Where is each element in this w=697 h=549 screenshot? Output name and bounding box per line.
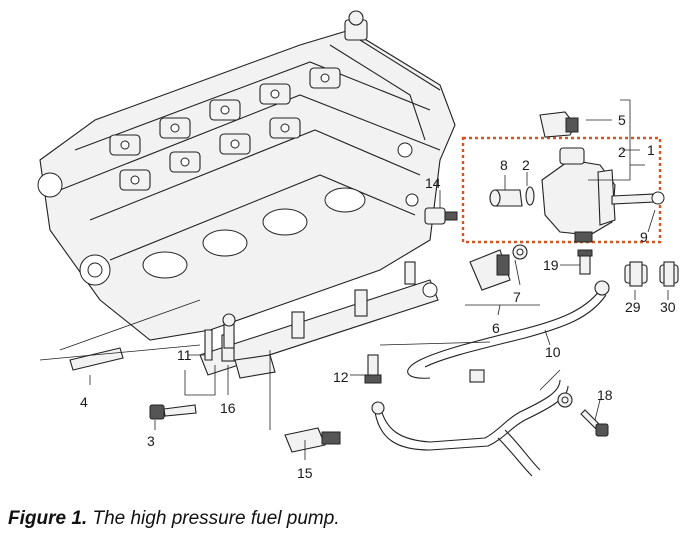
- callout-14: 3: [147, 433, 155, 449]
- callout-8: 10: [545, 344, 561, 360]
- part-15: [222, 313, 236, 349]
- callout-1: 1: [647, 142, 655, 158]
- high-pressure-pump: [489, 147, 665, 243]
- callout-11: 14: [425, 175, 441, 191]
- callout-29: 29: [625, 299, 641, 315]
- high-pressure-pump-highlight: [461, 136, 662, 244]
- bolt-14: [149, 404, 197, 420]
- callout-19: 18: [597, 387, 613, 403]
- callout-2-upper: 2: [618, 144, 626, 160]
- callout-18: 19: [543, 257, 559, 273]
- callout-12: 15: [297, 465, 313, 481]
- leader-lines: [39, 99, 669, 460]
- callout-4: 6: [492, 320, 500, 336]
- figure-caption: Figure 1. The high pressure fuel pump.: [8, 508, 340, 530]
- callout-16: 4: [80, 394, 88, 410]
- fuel-rail: [199, 261, 439, 379]
- bolt-19: [580, 409, 609, 437]
- callout-labels: 5 2 1 8 2 9 14 7 6 10 19 29 30 18 12 15 …: [80, 112, 676, 481]
- cylinder-head: [37, 10, 456, 341]
- callout-6: 8: [500, 157, 508, 173]
- callout-5: 7: [513, 289, 521, 305]
- callout-15: 16: [220, 400, 236, 416]
- part-16: [69, 347, 124, 371]
- callout-7: 9: [640, 229, 648, 245]
- bolt-18: [577, 249, 593, 275]
- temperature-sensor: [424, 207, 458, 225]
- fuel-pressure-regulator: [469, 244, 528, 291]
- fittings: [624, 261, 679, 287]
- caption-text: The high pressure fuel pump.: [92, 508, 340, 529]
- callout-9: 11: [177, 347, 192, 363]
- callout-2: 2: [522, 157, 530, 173]
- callout-3: 5: [618, 112, 626, 128]
- sensor-12: [284, 427, 341, 453]
- pressure-sensor: [539, 111, 579, 138]
- caption-label: Figure 1.: [8, 508, 88, 529]
- callout-10: 12: [333, 369, 349, 385]
- callout-30: 30: [660, 299, 676, 315]
- sensor-10: [364, 354, 382, 384]
